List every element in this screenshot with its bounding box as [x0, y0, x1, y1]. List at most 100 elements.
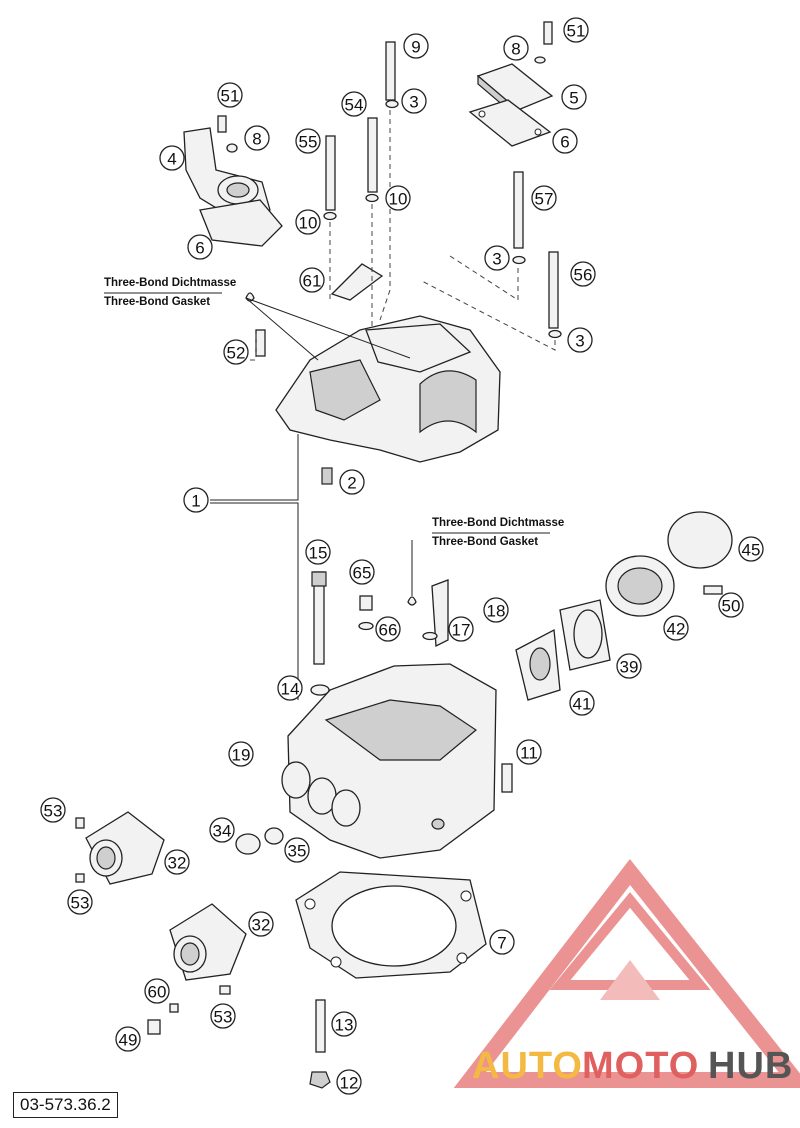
callout-number: 17 — [452, 621, 471, 640]
callout-45: 45 — [738, 536, 764, 562]
callout-2: 2 — [339, 469, 365, 495]
callout-number: 32 — [252, 916, 271, 935]
watermark-logo — [453, 859, 800, 1088]
callout-number: 45 — [742, 541, 761, 560]
callout-53: 53 — [210, 1003, 236, 1029]
callout-number: 50 — [722, 597, 741, 616]
callout-54: 54 — [341, 91, 367, 117]
bracket-61 — [330, 263, 384, 301]
callout-55: 55 — [295, 128, 321, 154]
callout-65: 65 — [349, 559, 375, 585]
valve-guide-18 — [407, 579, 449, 648]
callout-8: 8 — [244, 125, 270, 151]
note-lower-line2: Three-Bond Gasket — [432, 536, 538, 548]
callout-number: 42 — [667, 620, 686, 639]
callout-number: 6 — [195, 239, 204, 258]
callout-52: 52 — [223, 339, 249, 365]
callout-6: 6 — [552, 128, 578, 154]
callout-51: 51 — [217, 82, 243, 108]
callout-57: 57 — [531, 185, 557, 211]
callout-number: 13 — [335, 1016, 354, 1035]
callout-number: 41 — [573, 695, 592, 714]
callout-number: 51 — [221, 87, 240, 106]
watermark-moto: MOTO — [582, 1045, 699, 1087]
callout-number: 3 — [409, 93, 418, 112]
callout-number: 55 — [299, 133, 318, 152]
callout-12: 12 — [336, 1069, 362, 1095]
callout-66: 66 — [375, 616, 401, 642]
callout-number: 52 — [227, 344, 246, 363]
callout-5: 5 — [561, 84, 587, 110]
callout-number: 8 — [511, 40, 520, 59]
callout-number: 32 — [168, 854, 187, 873]
callout-number: 8 — [252, 130, 261, 149]
bolts-group — [255, 41, 562, 357]
callout-15: 15 — [305, 539, 331, 565]
callout-34: 34 — [209, 817, 235, 843]
callout-1: 1 — [183, 487, 209, 513]
callout-number: 10 — [389, 190, 408, 209]
callout-number: 35 — [288, 842, 307, 861]
callout-number: 53 — [44, 802, 63, 821]
callout-number: 15 — [309, 544, 328, 563]
callout-17: 17 — [448, 616, 474, 642]
callout-number: 34 — [213, 822, 232, 841]
callout-number: 12 — [340, 1074, 359, 1093]
callout-number: 51 — [567, 22, 586, 41]
callout-number: 3 — [492, 250, 501, 269]
callout-6: 6 — [187, 234, 213, 260]
callout-number: 61 — [303, 272, 322, 291]
callout-11: 11 — [516, 739, 542, 765]
callout-50: 50 — [718, 592, 744, 618]
callout-number: 18 — [487, 602, 506, 621]
watermark-hub: HUB — [708, 1045, 793, 1087]
callout-number: 5 — [569, 89, 578, 108]
callout-56: 56 — [570, 261, 596, 287]
stud-15 — [310, 571, 330, 696]
callout-4: 4 — [159, 145, 185, 171]
callout-60: 60 — [144, 978, 170, 1004]
callout-42: 42 — [663, 615, 689, 641]
bolt-51-top — [534, 21, 553, 64]
plug-65 — [358, 595, 374, 631]
callout-14: 14 — [277, 675, 303, 701]
callout-13: 13 — [331, 1011, 357, 1037]
intake-parts — [515, 511, 733, 701]
callout-number: 60 — [148, 983, 167, 1002]
callout-53: 53 — [67, 889, 93, 915]
note-lower-line1: Three-Bond Dichtmasse — [432, 517, 564, 529]
callout-number: 66 — [379, 621, 398, 640]
callout-number: 1 — [191, 492, 200, 511]
callout-number: 53 — [214, 1008, 233, 1027]
callout-9: 9 — [403, 33, 429, 59]
callout-number: 2 — [347, 474, 356, 493]
note-upper-line1: Three-Bond Dichtmasse — [104, 277, 236, 289]
callout-number: 4 — [167, 150, 176, 169]
cover-plate-5 — [468, 63, 554, 147]
head-gasket-7 — [295, 871, 487, 979]
thermostat-housing-4 — [183, 115, 283, 247]
callout-32: 32 — [164, 849, 190, 875]
callout-32: 32 — [248, 911, 274, 937]
callout-number: 14 — [281, 680, 300, 699]
callout-41: 41 — [569, 690, 595, 716]
callout-number: 9 — [411, 38, 420, 57]
callout-number: 49 — [119, 1031, 138, 1050]
callout-19: 19 — [228, 741, 254, 767]
callout-3: 3 — [567, 327, 593, 353]
callout-7: 7 — [489, 929, 515, 955]
reference-code: 03-573.36.2 — [13, 1092, 118, 1118]
callout-number: 3 — [575, 332, 584, 351]
callout-number: 54 — [345, 96, 364, 115]
callout-61: 61 — [299, 267, 325, 293]
exhaust-flange-upper — [75, 811, 165, 885]
callout-49: 49 — [115, 1026, 141, 1052]
callout-51: 51 — [563, 17, 589, 43]
callout-number: 7 — [497, 934, 506, 953]
exhaust-flange-lower — [147, 903, 247, 1035]
watermark-text: AUTO MOTO HUB — [472, 1045, 793, 1087]
callout-8: 8 — [503, 35, 529, 61]
callout-39: 39 — [616, 653, 642, 679]
